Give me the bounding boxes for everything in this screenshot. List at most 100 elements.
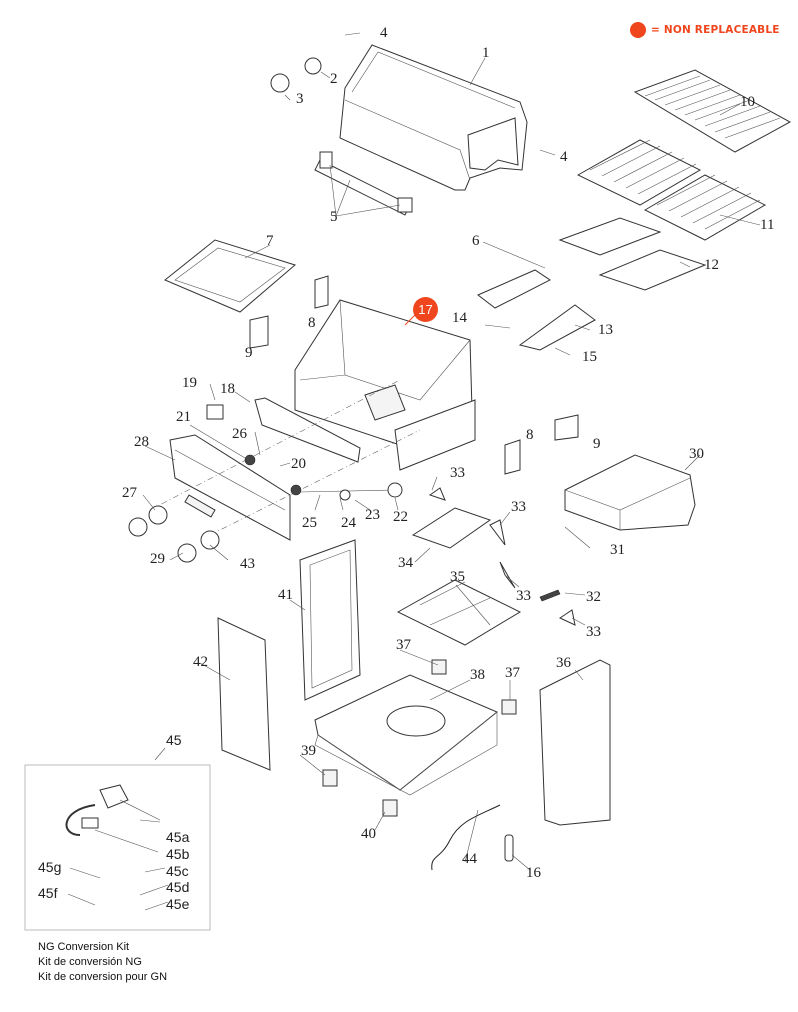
part-label-11[interactable]: 11 (760, 217, 775, 233)
part-label-8[interactable]: 8 (308, 315, 316, 331)
caption-french: Kit de conversion pour GN (38, 971, 168, 983)
part-label-40[interactable]: 40 (361, 826, 376, 842)
part-label-45c[interactable]: 45c (166, 863, 189, 879)
part-label-45g[interactable]: 45g (38, 859, 62, 875)
knob-bezel (200, 530, 220, 550)
part-label-22[interactable]: 22 (393, 509, 408, 525)
side-shelf-left (164, 239, 297, 313)
handle-part (314, 151, 413, 216)
part-label-30[interactable]: 30 (689, 446, 704, 462)
cart-base (314, 674, 498, 796)
part-label-33[interactable]: 33 (511, 499, 526, 515)
control-knob (128, 517, 148, 537)
caster-37 (501, 699, 517, 715)
bracket-part (504, 439, 521, 475)
part-label-16[interactable]: 16 (526, 865, 541, 881)
part-label-9[interactable]: 9 (593, 436, 601, 452)
burner-part (477, 269, 551, 309)
part-label-35[interactable]: 35 (450, 569, 465, 585)
conversion-kit-caption: NG Conversion Kit Kit de conversión NG K… (38, 940, 167, 985)
spring-part (539, 589, 561, 602)
non-replaceable-badge-17[interactable]: 17 (413, 297, 438, 322)
valve-part (244, 454, 256, 466)
part-label-27[interactable]: 27 (122, 485, 137, 501)
thermometer-part (270, 73, 290, 93)
control-knob (177, 543, 197, 563)
part-label-34[interactable]: 34 (398, 555, 413, 571)
part-label-37[interactable]: 37 (505, 665, 520, 681)
part-label-31[interactable]: 31 (610, 542, 625, 558)
part-label-45b[interactable]: 45b (166, 846, 190, 862)
part-label-33[interactable]: 33 (516, 588, 531, 604)
burner-part (518, 304, 596, 351)
heat-plate-part (598, 249, 707, 291)
caster-40 (382, 799, 398, 817)
cart-door (217, 617, 271, 771)
part-label-6[interactable]: 6 (472, 233, 480, 249)
lid-part (339, 44, 528, 191)
cooking-grate (576, 69, 792, 241)
part-label-25[interactable]: 25 (302, 515, 317, 531)
bracket-33 (428, 487, 446, 501)
caption-spanish: Kit de conversión NG (38, 956, 142, 968)
part-label-5[interactable]: 5 (330, 209, 338, 225)
side-panel (539, 659, 611, 826)
part-label-29[interactable]: 29 (150, 551, 165, 567)
part-label-15[interactable]: 15 (582, 349, 597, 365)
part-label-45a[interactable]: 45a (166, 829, 190, 845)
part-label-45[interactable]: 45 (166, 732, 182, 748)
bracket-33 (489, 519, 506, 546)
regulator-45a (99, 784, 129, 809)
part-label-3[interactable]: 3 (296, 91, 304, 107)
part-label-10[interactable]: 10 (740, 94, 755, 110)
part-label-26[interactable]: 26 (232, 426, 247, 442)
tool-hook (504, 834, 514, 862)
part-label-19[interactable]: 19 (182, 375, 197, 391)
valve-part (290, 484, 302, 496)
part-label-28[interactable]: 28 (134, 434, 149, 450)
part-label-36[interactable]: 36 (556, 655, 571, 671)
part-label-38[interactable]: 38 (470, 667, 485, 683)
igniter-part (206, 404, 224, 420)
regulator-part (339, 489, 351, 501)
bracket-part (249, 315, 269, 349)
part-label-41[interactable]: 41 (278, 587, 293, 603)
bracket-33 (558, 609, 576, 626)
part-label-9[interactable]: 9 (245, 345, 253, 361)
part-label-45e[interactable]: 45e (166, 896, 190, 912)
part-label-42[interactable]: 42 (193, 654, 208, 670)
part-label-8[interactable]: 8 (526, 427, 534, 443)
part-label-14[interactable]: 14 (452, 310, 467, 326)
part-label-44[interactable]: 44 (462, 851, 477, 867)
part-label-12[interactable]: 12 (704, 257, 719, 273)
caster-37 (431, 659, 447, 675)
hose-45b (81, 817, 99, 829)
part-label-45f[interactable]: 45f (38, 885, 58, 901)
part-label-4[interactable]: 4 (560, 149, 568, 165)
part-label-39[interactable]: 39 (301, 743, 316, 759)
part-label-32[interactable]: 32 (586, 589, 601, 605)
part-label-33[interactable]: 33 (450, 465, 465, 481)
part-label-24[interactable]: 24 (341, 515, 356, 531)
part-label-21[interactable]: 21 (176, 409, 191, 425)
part-label-4[interactable]: 4 (380, 25, 388, 41)
part-label-7[interactable]: 7 (266, 233, 274, 249)
part-label-2[interactable]: 2 (330, 71, 338, 87)
part-label-20[interactable]: 20 (291, 456, 306, 472)
part-label-13[interactable]: 13 (598, 322, 613, 338)
part-label-33[interactable]: 33 (586, 624, 601, 640)
part-label-18[interactable]: 18 (220, 381, 235, 397)
part-label-1[interactable]: 1 (482, 45, 490, 61)
firebox-part (294, 299, 476, 471)
hose-fitting (387, 482, 403, 498)
legend-text: = NON REPLACEABLE (651, 24, 780, 36)
leader-lines (67, 32, 761, 911)
part-label-37[interactable]: 37 (396, 637, 411, 653)
knob-bezel (148, 505, 168, 525)
part-label-45d[interactable]: 45d (166, 879, 190, 895)
heat-plate-part (558, 217, 662, 256)
part-label-43[interactable]: 43 (240, 556, 255, 572)
part-label-23[interactable]: 23 (365, 507, 380, 523)
door-frame (299, 539, 361, 701)
